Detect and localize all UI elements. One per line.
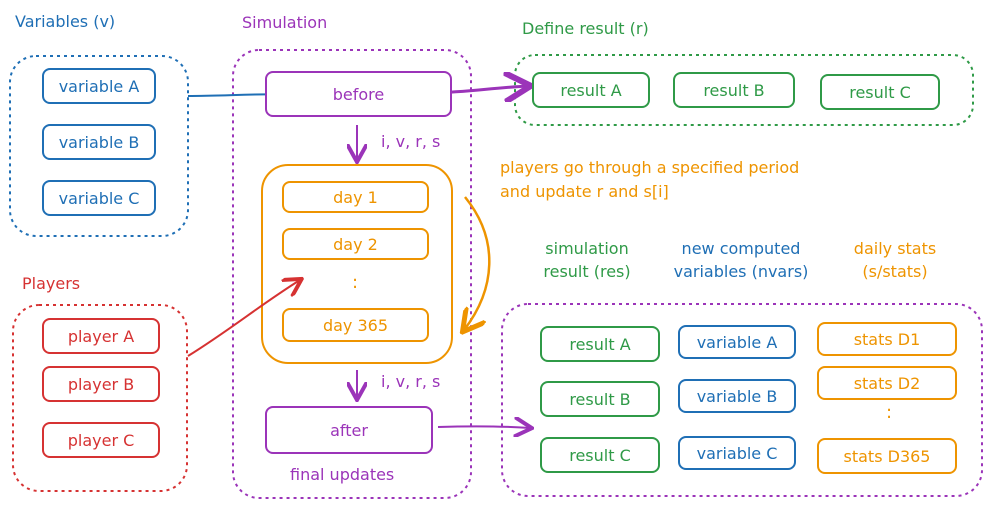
stats-ellipsis: : [885,402,893,423]
day-2-box[interactable]: day 2 [282,228,429,260]
output-stats-d1-box[interactable]: stats D1 [817,322,957,356]
player-a-box[interactable]: player A [42,318,160,354]
variables-title: Variables (v) [15,12,116,31]
day-1-box[interactable]: day 1 [282,181,429,213]
day-loop-arrow [464,196,491,330]
after-box[interactable]: after [265,406,433,454]
note-line-2: and update r and s[i] [500,182,669,201]
simulation-footer: final updates [290,465,395,484]
player-c-box[interactable]: player C [42,422,160,458]
players-title: Players [22,274,81,293]
day-365-box[interactable]: day 365 [282,308,429,342]
variable-b-box[interactable]: variable B [42,124,156,160]
define-result-b-box[interactable]: result B [673,72,795,108]
output-result-a-box[interactable]: result A [540,326,660,362]
output-col1-title-2: result (res) [543,262,631,281]
arrow-label-top: i, v, r, s [381,132,441,151]
note-line-1: players go through a specified period [500,158,800,177]
after-to-output-arrow [437,426,530,428]
output-stats-d2-box[interactable]: stats D2 [817,366,957,400]
output-col3-title-2: (s/stats) [862,262,928,281]
before-box[interactable]: before [265,71,452,117]
output-result-c-box[interactable]: result C [540,437,660,473]
output-col2-title-1: new computed [681,239,801,258]
output-result-b-box[interactable]: result B [540,381,660,417]
output-col1-title-1: simulation [545,239,629,258]
output-col2-title-2: variables (nvars) [673,262,809,281]
define-result-a-box[interactable]: result A [532,72,650,108]
days-container [261,164,453,364]
arrow-label-bottom: i, v, r, s [381,372,441,391]
output-variable-c-box[interactable]: variable C [678,436,796,470]
variable-c-box[interactable]: variable C [42,180,156,216]
output-container [501,303,983,497]
output-variable-b-box[interactable]: variable B [678,379,796,413]
define-result-c-box[interactable]: result C [820,74,940,110]
players-to-days-arrow [187,280,300,357]
player-b-box[interactable]: player B [42,366,160,402]
output-variable-a-box[interactable]: variable A [678,325,796,359]
define-result-title: Define result (r) [522,19,649,38]
days-ellipsis: : [351,272,359,293]
simulation-container [232,49,472,499]
variable-a-box[interactable]: variable A [42,68,156,104]
output-stats-d365-box[interactable]: stats D365 [817,438,957,474]
variables-container [9,55,189,237]
output-col3-title-1: daily stats [853,239,937,258]
simulation-title: Simulation [242,13,328,32]
